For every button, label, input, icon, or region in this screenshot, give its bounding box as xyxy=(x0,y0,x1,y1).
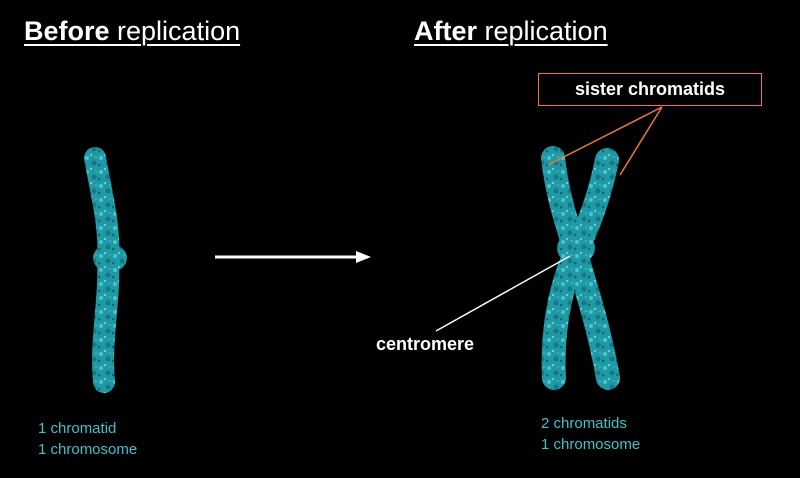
after-replication-heading: After replication xyxy=(414,16,608,46)
replication-arrow xyxy=(215,251,371,263)
centromere-label: centromere xyxy=(376,334,475,354)
callout-line-right xyxy=(619,106,663,176)
after-caption: 2 chromatids 1 chromosome xyxy=(541,413,640,455)
sister-chromatids-label: sister chromatids xyxy=(538,73,762,106)
before-caption-line1: 1 chromatid xyxy=(38,420,117,437)
centromere-after xyxy=(557,232,595,264)
after-caption-line2: 1 chromosome xyxy=(541,436,641,453)
centromere-before xyxy=(93,244,127,272)
before-caption: 1 chromatid 1 chromosome xyxy=(38,418,137,460)
single-chromatid xyxy=(84,147,127,393)
callout-line-left xyxy=(547,106,663,166)
after-caption-line1: 2 chromatids xyxy=(541,415,627,432)
before-caption-line2: 1 chromosome xyxy=(38,441,138,458)
before-replication-heading: Before replication xyxy=(24,16,241,46)
centromere-pointer-line xyxy=(435,255,571,332)
